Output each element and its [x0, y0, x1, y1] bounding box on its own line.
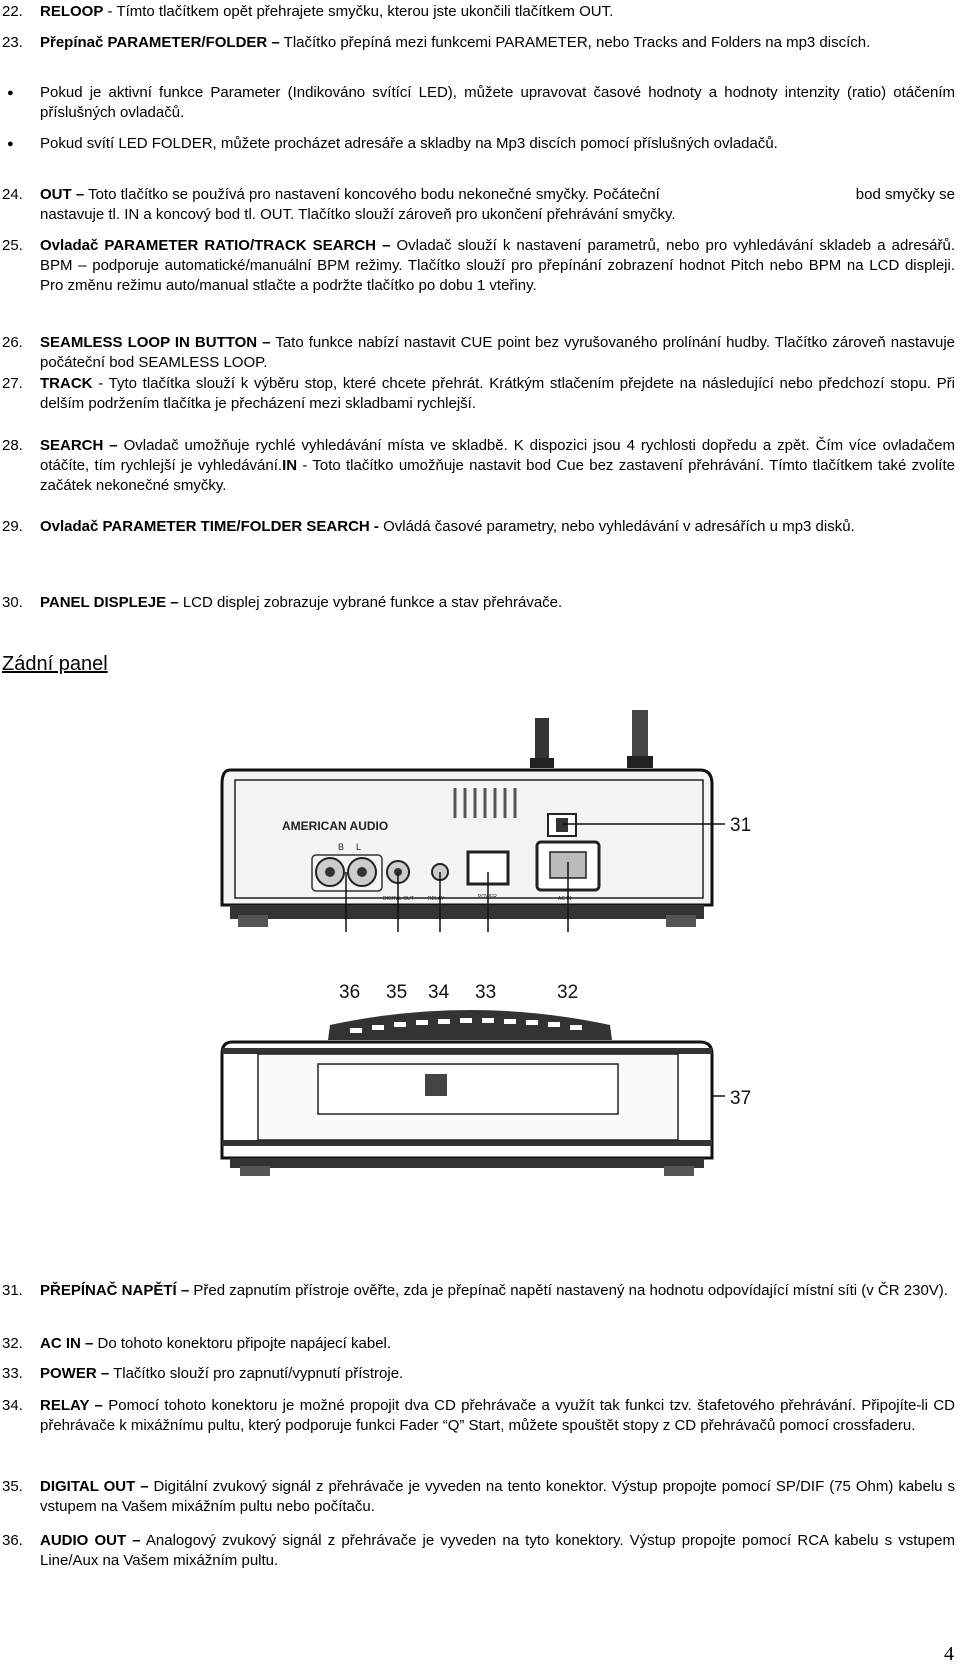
item-number: 24.	[2, 186, 23, 203]
item-number: 22.	[2, 3, 23, 20]
bullet-item: ● Pokud je aktivní funkce Parameter (Ind…	[7, 83, 955, 123]
item-number: 23.	[2, 34, 23, 51]
list-item: 23. Přepínač PARAMETER/FOLDER – Tlačítko…	[2, 33, 955, 53]
item-term: Ovladač PARAMETER TIME/FOLDER SEARCH -	[40, 518, 379, 535]
list-item: 24. OUT – Toto tlačítko se používá pro n…	[2, 185, 955, 225]
callout-label: 36	[339, 982, 360, 1003]
item-term: PANEL DISPLEJE –	[40, 594, 179, 611]
item-number: 32.	[2, 1335, 23, 1352]
callout-label: 35	[386, 982, 407, 1003]
callout-label: 32	[557, 982, 578, 1003]
item-text-right: bod smyčky se	[855, 186, 955, 203]
item-text: Tlačítko slouží pro zapnutí/vypnutí přís…	[109, 1365, 404, 1382]
list-item: 25. Ovladač PARAMETER RATIO/TRACK SEARCH…	[2, 236, 955, 296]
panel-label: L	[356, 842, 361, 852]
item-term-2: IN	[282, 457, 298, 474]
item-text: Tato funkce nabízí nastavit CUE point be…	[40, 334, 955, 371]
panel-label: RELAY	[428, 896, 445, 902]
list-item: 32. AC IN – Do tohoto konektoru připojte…	[2, 1334, 955, 1354]
rear-panel-body	[220, 768, 714, 927]
item-term: SEARCH –	[40, 437, 118, 454]
list-item: 31. PŘEPÍNAČ NAPĚTÍ – Před zapnutím přís…	[2, 1281, 955, 1301]
item-number: 25.	[2, 237, 23, 254]
item-text: Do tohoto konektoru připojte napájecí ka…	[93, 1335, 392, 1352]
list-item: 30. PANEL DISPLEJE – LCD displej zobrazu…	[2, 593, 955, 613]
list-item: 22. RELOOP - Tímto tlačítkem opět přehra…	[2, 2, 955, 22]
item-number: 26.	[2, 334, 23, 351]
brand-logo: AMERICAN AUDIO	[282, 819, 388, 833]
item-term: SEAMLESS LOOP IN BUTTON –	[40, 334, 271, 351]
item-term: RELOOP	[40, 3, 104, 20]
item-text: Před zapnutím přístroje ověřte, zda je p…	[189, 1282, 948, 1299]
item-text: Digitální zvukový signál z přehrávače je…	[40, 1478, 955, 1515]
top-knobs	[530, 710, 653, 768]
list-item: 36. AUDIO OUT – Analogový zvukový signál…	[2, 1531, 955, 1571]
item-term: TRACK	[40, 375, 93, 392]
section-heading: Zádní panel	[2, 653, 108, 675]
item-number: 31.	[2, 1282, 23, 1299]
item-text: - Tímto tlačítkem opět přehrajete smyčku…	[103, 3, 614, 20]
item-text: Pomocí tohoto konektoru je možné propoji…	[40, 1397, 955, 1434]
list-item: 29. Ovladač PARAMETER TIME/FOLDER SEARCH…	[2, 517, 955, 537]
item-text-line2: nastavuje tl. IN a koncový bod tl. OUT. …	[40, 206, 676, 223]
item-text: Toto tlačítko se používá pro nastavení k…	[84, 186, 660, 203]
item-text: Pokud svítí LED FOLDER, můžete procházet…	[40, 135, 778, 152]
item-number: 33.	[2, 1365, 23, 1382]
item-text: Ovladač slouží k nastavení parametrů, ne…	[40, 237, 955, 294]
item-number: 29.	[2, 518, 23, 535]
item-text: LCD displej zobrazuje vybrané funkce a s…	[178, 594, 563, 611]
callout-label: 31	[730, 815, 751, 836]
item-number: 36.	[2, 1532, 23, 1549]
callout-label: 37	[730, 1088, 751, 1109]
item-text: Analogový zvukový signál z přehrávače je…	[40, 1532, 955, 1569]
bullet-item: ● Pokud svítí LED FOLDER, můžete procház…	[7, 134, 955, 154]
item-text: Ovladač umožňuje rychlé vyhledávání míst…	[40, 437, 956, 474]
page-number: 4	[944, 1643, 954, 1665]
item-number: 27.	[2, 375, 23, 392]
list-item: 33. POWER – Tlačítko slouží pro zapnutí/…	[2, 1364, 955, 1384]
panel-label: AC IN	[558, 896, 572, 902]
item-text: Tlačítko přepíná mezi funkcemi PARAMETER…	[279, 34, 871, 51]
item-text-2: - Toto tlačítko umožňuje nastavit bod Cu…	[40, 457, 955, 494]
item-number: 30.	[2, 594, 23, 611]
front-panel-body	[220, 1010, 714, 1176]
item-term: PŘEPÍNAČ NAPĚTÍ –	[40, 1282, 190, 1299]
panel-label: B	[338, 842, 344, 852]
item-text: Pokud je aktivní funkce Parameter (Indik…	[40, 84, 955, 121]
item-text: - Tyto tlačítka slouží k výběru stop, kt…	[40, 375, 955, 412]
rear-panel-figure: AMERICAN AUDIO B L DIGITAL OUT RELAY POW…	[220, 710, 751, 1176]
item-term: POWER –	[40, 1365, 110, 1382]
item-term: Ovladač PARAMETER RATIO/TRACK SEARCH –	[40, 237, 391, 254]
item-number: 34.	[2, 1397, 23, 1414]
list-item: 34. RELAY – Pomocí tohoto konektoru je m…	[2, 1396, 955, 1436]
callout-label: 34	[428, 982, 450, 1003]
item-term: AUDIO OUT –	[40, 1532, 141, 1549]
list-item: 35. DIGITAL OUT – Digitální zvukový sign…	[2, 1477, 955, 1517]
bullet-icon: ●	[7, 87, 14, 99]
callout-label: 33	[475, 982, 496, 1003]
list-item: 27. TRACK - Tyto tlačítka slouží k výběr…	[2, 374, 955, 414]
item-term: AC IN –	[40, 1335, 94, 1352]
item-number: 35.	[2, 1478, 23, 1495]
item-term: RELAY –	[40, 1397, 103, 1414]
bullet-icon: ●	[7, 138, 14, 150]
item-text: Ovládá časové parametry, nebo vyhledáván…	[378, 518, 855, 535]
item-term: Přepínač PARAMETER/FOLDER –	[40, 34, 280, 51]
item-term: DIGITAL OUT –	[40, 1478, 149, 1495]
list-item: 26. SEAMLESS LOOP IN BUTTON – Tato funkc…	[2, 333, 955, 373]
list-item: 28. SEARCH – Ovladač umožňuje rychlé vyh…	[2, 436, 956, 496]
item-term: OUT –	[40, 186, 85, 203]
item-number: 28.	[2, 437, 23, 454]
